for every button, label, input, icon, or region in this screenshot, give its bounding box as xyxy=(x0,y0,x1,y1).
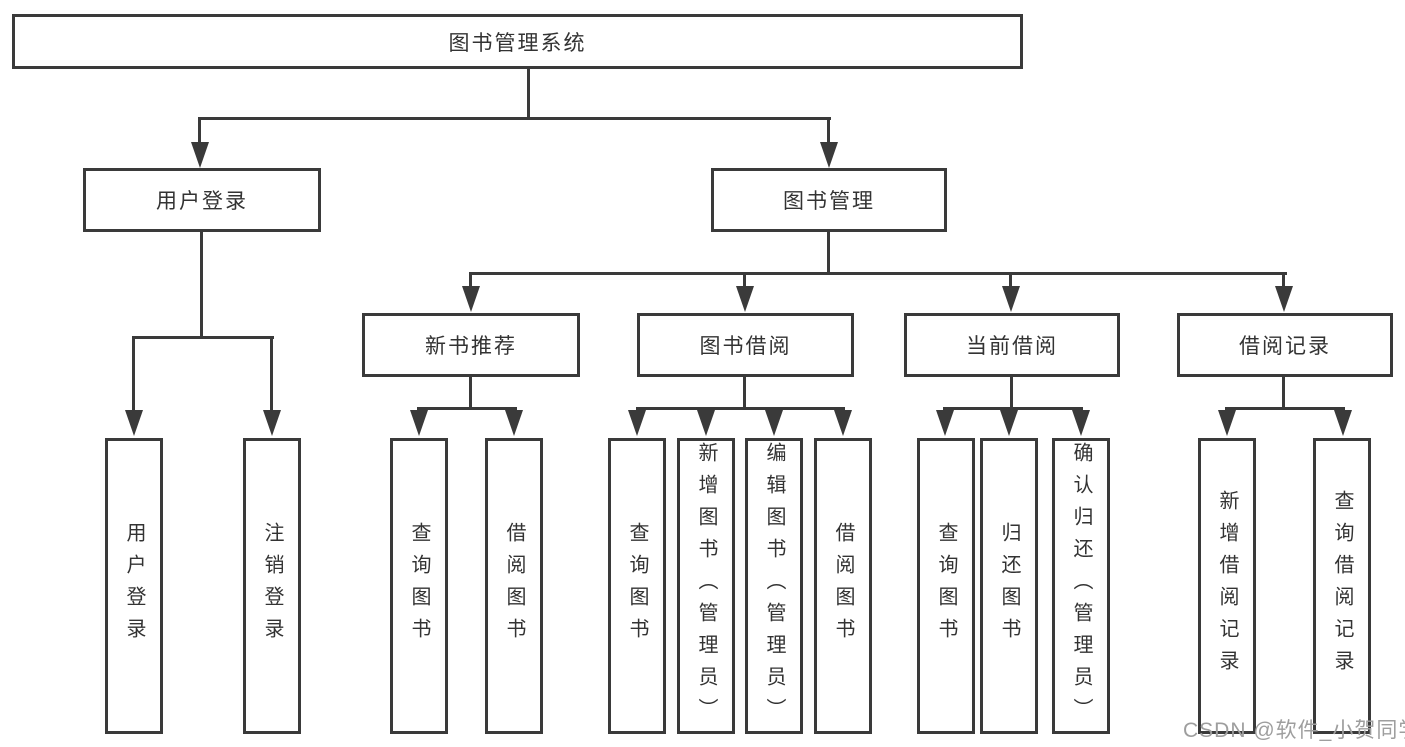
line xyxy=(943,407,1083,410)
line xyxy=(743,272,746,288)
node-library-management-system: 图书管理系统 xyxy=(12,14,1023,69)
arrowhead-down-icon xyxy=(736,286,754,312)
node-user-login: 用户登录 xyxy=(83,168,321,232)
leaf-return-books: 归还图书 xyxy=(980,438,1038,734)
leaf-borrow-books-newbook: 借阅图书 xyxy=(485,438,543,734)
line xyxy=(743,377,746,410)
arrowhead-down-icon xyxy=(1002,286,1020,312)
line xyxy=(270,336,273,414)
arrowhead-down-icon xyxy=(697,410,715,436)
node-book-management: 图书管理 xyxy=(711,168,947,232)
leaf-query-borrow-record: 查询借阅记录 xyxy=(1313,438,1371,734)
node-new-book-recommend: 新书推荐 xyxy=(362,313,580,377)
leaf-confirm-return-admin: 确认归还（管理员） xyxy=(1052,438,1110,734)
line xyxy=(1282,272,1285,288)
arrowhead-down-icon xyxy=(410,410,428,436)
line xyxy=(417,407,517,410)
line xyxy=(827,117,830,144)
leaf-query-books-current: 查询图书 xyxy=(917,438,975,734)
arrowhead-down-icon xyxy=(191,142,209,168)
arrowhead-down-icon xyxy=(1072,410,1090,436)
leaf-edit-book-admin: 编辑图书（管理员） xyxy=(745,438,803,734)
line xyxy=(132,336,274,339)
line xyxy=(827,232,830,275)
node-current-borrowing: 当前借阅 xyxy=(904,313,1120,377)
arrowhead-down-icon xyxy=(505,410,523,436)
line xyxy=(469,272,1287,275)
arrowhead-down-icon xyxy=(263,410,281,436)
line xyxy=(1225,407,1345,410)
leaf-add-book-admin: 新增图书（管理员） xyxy=(677,438,735,734)
arrowhead-down-icon xyxy=(820,142,838,168)
line xyxy=(636,407,845,410)
line xyxy=(198,117,831,120)
arrowhead-down-icon xyxy=(462,286,480,312)
line xyxy=(1009,272,1012,288)
line xyxy=(1282,377,1285,410)
leaf-logout: 注销登录 xyxy=(243,438,301,734)
line xyxy=(469,272,472,288)
arrowhead-down-icon xyxy=(936,410,954,436)
arrowhead-down-icon xyxy=(834,410,852,436)
arrowhead-down-icon xyxy=(125,410,143,436)
leaf-borrow-books-borrowing: 借阅图书 xyxy=(814,438,872,734)
leaf-query-books-borrowing: 查询图书 xyxy=(608,438,666,734)
line xyxy=(527,69,530,117)
arrowhead-down-icon xyxy=(1275,286,1293,312)
arrowhead-down-icon xyxy=(1334,410,1352,436)
arrowhead-down-icon xyxy=(1000,410,1018,436)
arrowhead-down-icon xyxy=(765,410,783,436)
watermark-text: CSDN @软件_小贺同学 xyxy=(1183,719,1405,742)
leaf-user-login: 用户登录 xyxy=(105,438,163,734)
line xyxy=(469,377,472,410)
line xyxy=(1010,377,1013,410)
node-borrowing-records: 借阅记录 xyxy=(1177,313,1393,377)
leaf-query-books-newbook: 查询图书 xyxy=(390,438,448,734)
node-book-borrowing: 图书借阅 xyxy=(637,313,854,377)
line xyxy=(200,232,203,339)
line xyxy=(198,117,201,144)
leaf-add-borrow-record: 新增借阅记录 xyxy=(1198,438,1256,734)
line xyxy=(132,336,135,414)
arrowhead-down-icon xyxy=(628,410,646,436)
arrowhead-down-icon xyxy=(1218,410,1236,436)
